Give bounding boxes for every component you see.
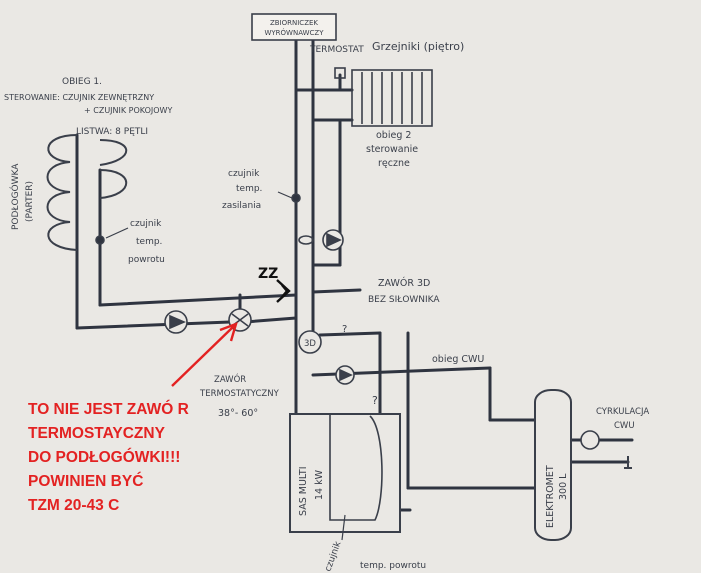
return-sensor-label-1: czujnik <box>130 219 162 229</box>
circuit2-label-3: ręczne <box>378 158 410 169</box>
valve3d-label-2: BEZ SIŁOWNIKA <box>368 295 440 305</box>
components <box>46 13 632 541</box>
radiator-body <box>351 69 433 127</box>
note-line-5: TZM 20-43 C <box>28 497 120 514</box>
hot-water-tank <box>534 389 572 541</box>
floor-heating-label-2: (PARTER) <box>25 181 35 222</box>
circuit2-label-2: sterowanie <box>366 144 418 155</box>
thermostat-box <box>334 67 346 79</box>
note-line-3: DO PODŁOGÓWKI!!! <box>28 449 181 466</box>
floor-heating-coil <box>46 134 128 251</box>
floor-pump-arrow <box>169 314 187 330</box>
note-line-1: TO NIE JEST ZAWÓ R <box>28 401 189 418</box>
bottom-sensor-pointer <box>341 514 346 541</box>
upper-valve <box>298 235 314 245</box>
circulation-pump <box>580 430 600 450</box>
return-sensor-label-3: powrotu <box>128 255 165 265</box>
red-annotation: TO NIE JEST ZAWÓ R TERMOSTAYCZNY DO PODŁ… <box>28 398 268 518</box>
return-sensor-dot <box>95 235 105 245</box>
supply-sensor-label-3: zasilania <box>222 201 261 211</box>
zz-valve-icon <box>276 279 291 303</box>
floor-heating-label-1: PODŁOGÓWKA <box>9 163 21 230</box>
circuit1-label-4: LISTWA: 8 PĘTLI <box>76 127 148 137</box>
thermo-valve-label-2: TERMOSTATYCZNY <box>199 389 280 399</box>
thermo-valve-label-1: ZAWÓR <box>214 373 246 385</box>
thermostat-label: TERMOSTAT <box>309 45 364 55</box>
expansion-tank-label-2: WYRÓWNAWCZY <box>264 28 324 37</box>
3d-valve-label: 3D <box>304 339 316 349</box>
cwu-circuit-label: obieg CWU <box>432 354 484 365</box>
cwu-pump-arrow <box>339 368 353 382</box>
expansion-tank-box <box>251 13 337 41</box>
question-mark-1: ? <box>342 324 347 335</box>
circuit1-label-1: OBIEG 1. <box>62 77 102 87</box>
mix-to-riser-pipe <box>243 316 298 324</box>
boiler-label-1: SAS MULTI <box>298 467 309 517</box>
circulation-label-1: CYRKULACJA <box>596 407 649 417</box>
red-arrow <box>171 322 238 387</box>
circuit1-label-2: STEROWANIE: CZUJNIK ZEWNĘTRZNY <box>4 93 154 102</box>
floor-return-horizontal-pipe <box>75 320 232 330</box>
boiler-inner <box>329 414 383 521</box>
3d-bypass-pipe <box>311 288 362 294</box>
tap-icon <box>624 456 632 469</box>
radiators-label: Grzejniki (piętro) <box>372 40 464 53</box>
labels: ZBIORNICZEK WYRÓWNAWCZY TERMOSTAT Grzejn… <box>4 19 649 573</box>
return-sensor-label-2: temp. <box>136 237 162 247</box>
radiator-fins <box>361 72 423 124</box>
return-sensor-pointer <box>105 227 129 239</box>
supply-sensor-dot <box>291 193 301 203</box>
bottom-sensor-label-1: czujnik <box>323 539 343 573</box>
note-line-4: POWINIEN BYĆ <box>28 473 144 490</box>
floor-supply-horizontal-pipe <box>98 293 298 307</box>
circuit1-label-3: + CZUJNIK POKOJOWY <box>84 106 172 115</box>
tank-label-2: 300 L <box>558 473 569 500</box>
zz-label: ZZ <box>258 266 278 282</box>
expansion-tank-label-1: ZBIORNICZEK <box>270 19 318 27</box>
valve3d-label-1: ZAWÓR 3D <box>378 277 430 289</box>
supply-sensor-label-1: czujnik <box>228 169 260 179</box>
supply-sensor-pointer <box>277 191 293 199</box>
3d-valve <box>298 330 322 354</box>
circuit2-label-1: obieg 2 <box>376 130 411 141</box>
boiler-label-2: 14 kW <box>314 469 325 500</box>
note-line-2: TERMOSTAYCZNY <box>28 425 165 442</box>
supply-sensor-label-2: temp. <box>236 184 262 194</box>
bottom-sensor-label-2: temp. powrotu <box>360 561 426 571</box>
question-mark-2: ? <box>372 394 378 407</box>
thermo-valve-label-3: 38°- 60° <box>218 408 258 419</box>
tank-label-1: ELEKTROMET <box>545 465 556 528</box>
3d-output-pipe <box>318 331 382 337</box>
circulation-label-2: CWU <box>614 421 635 431</box>
upper-pump-arrow <box>326 232 342 248</box>
